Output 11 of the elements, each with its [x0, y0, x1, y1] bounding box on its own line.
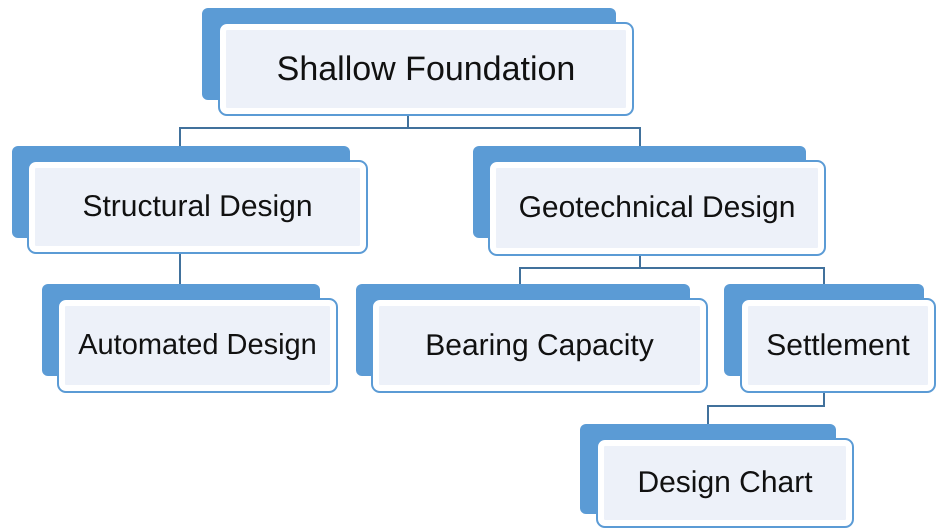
node-label: Settlement	[765, 328, 911, 364]
connector-line	[707, 393, 825, 424]
node-label: Geotechnical Design	[518, 190, 796, 226]
connector-line	[179, 254, 181, 284]
node-label: Bearing Capacity	[424, 328, 655, 364]
node-label: Structural Design	[81, 189, 314, 225]
connector-line	[639, 256, 825, 284]
connector-line	[407, 116, 641, 146]
node-label: Shallow Foundation	[276, 48, 576, 90]
node-label: Automated Design	[77, 328, 318, 363]
node-label: Design Chart	[636, 465, 814, 501]
